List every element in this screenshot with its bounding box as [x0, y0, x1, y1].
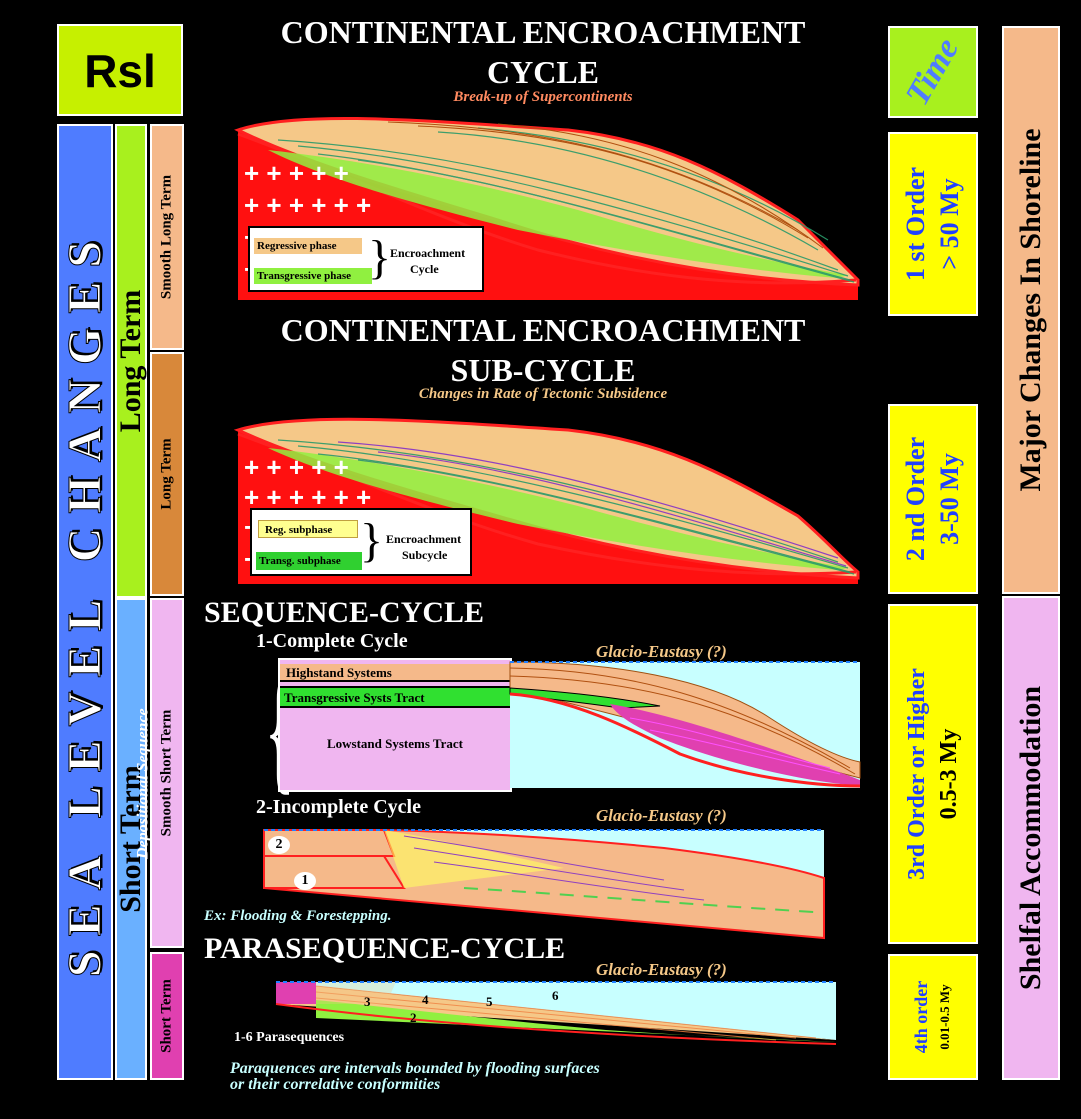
first-order-label: 1 st Order: [901, 166, 930, 282]
section1-legend-label-line1: Encroachment: [390, 246, 466, 260]
fourth-order-text-group: 4th order 0.01-0.5 My: [909, 981, 957, 1053]
rsl-label: Rsl: [84, 45, 156, 97]
transgressive-band: [268, 448, 848, 570]
parasequence-num-2: 2: [410, 1010, 417, 1025]
coastal-block: [276, 982, 316, 1004]
section2-subtitle: Changes in Rate of Tectonic Subsidence: [418, 386, 668, 402]
sequence-stack: Highstand Systems Transgressive Systs Tr…: [278, 658, 512, 792]
section1-legend-brace: }: [368, 231, 392, 284]
svg-text:+ + + + +: + + + + +: [244, 452, 349, 482]
section1-legend-label-line2: Cycle: [410, 262, 439, 276]
parasequences-label: 1-6 Parasequences: [234, 1030, 345, 1045]
second-order-duration: 3-50 My: [935, 453, 964, 545]
smooth-long-term-label: Smooth Long Term: [158, 174, 175, 300]
time-label: Time: [898, 31, 967, 112]
depositional-sequence-label: Depositional Sequence: [134, 708, 152, 859]
glacio-eustasy-2: Glacio-Eustasy (?): [596, 806, 727, 825]
sea-level-changes-column: SEA LEVEL CHANGES: [57, 124, 113, 1080]
third-order-label: 3rd Order or Higher: [904, 668, 930, 880]
third-order-text-group: 3rd Order or Higher 0.5-3 My: [901, 668, 965, 880]
section1-title-line2: CYCLE: [486, 54, 599, 90]
major-changes-box: Major Changes In Shoreline: [1002, 26, 1060, 594]
time-box: Time: [888, 26, 978, 118]
section2-legend-regressive: Reg. subphase: [258, 520, 358, 538]
shelfal-accommodation-box: Shelfal Accommodation: [1002, 596, 1060, 1080]
third-order-box: 3rd Order or Higher 0.5-3 My: [888, 604, 978, 944]
long-term-small-label: Long Term: [158, 438, 175, 510]
example-note: Ex: Flooding & Forestepping.: [204, 908, 392, 924]
major-changes-label: Major Changes In Shoreline: [1014, 128, 1047, 492]
parasequence-num-6: 6: [552, 988, 559, 1003]
highstand-wedge: [509, 661, 861, 779]
second-order-label: 2 nd Order: [901, 436, 930, 562]
transgressive-band: [268, 150, 848, 278]
complete-cycle-profile: [509, 661, 861, 788]
footnote-line1: Paraquences are intervals bounded by flo…: [230, 1060, 600, 1077]
smooth-short-term-column: Smooth Short Term: [150, 598, 184, 948]
section2-legend-label-line1: Encroachment: [386, 532, 462, 546]
smooth-long-term-column: Smooth Long Term: [150, 124, 184, 350]
complete-cycle-label: 1-Complete Cycle: [256, 630, 408, 652]
first-order-text-group: 1 st Order > 50 My: [899, 167, 967, 281]
section2-title-line2: SUB-CYCLE: [450, 352, 636, 388]
footnote-line2: or their correlative conformities: [230, 1076, 441, 1093]
section1-legend-transgressive: Transgressive phase: [254, 268, 372, 284]
parasequence-num-3: 3: [364, 994, 371, 1009]
first-order-box: 1 st Order > 50 My: [888, 132, 978, 316]
marker-1: 1: [294, 872, 316, 890]
first-order-duration: > 50 My: [935, 178, 964, 270]
short-term-column: Short Term: [114, 598, 147, 1080]
shelfal-accommodation-label: Shelfal Accommodation: [1014, 685, 1047, 991]
long-term-label: Long Term: [114, 289, 147, 433]
section1-title-line1: CONTINENTAL ENCROACHMENT: [280, 14, 806, 50]
parasequence-profile: [275, 981, 837, 1045]
transgressive-box: Transgressive Systs Tract: [280, 686, 510, 708]
section2-legend: Reg. subphase Transg. subphase } Encroac…: [250, 508, 472, 576]
svg-text:+ + + + + +: + + + + + +: [244, 190, 371, 220]
second-order-text-group: 2 nd Order 3-50 My: [899, 437, 967, 561]
highstand-box: Highstand Systems: [280, 664, 510, 682]
short-term-small-column: Short Term: [150, 952, 184, 1080]
fourth-order-label: 4th order: [911, 980, 931, 1054]
lowstand-fan: [610, 704, 860, 786]
short-term-small-label: Short Term: [158, 979, 175, 1053]
long-term-small-column: Long Term: [150, 352, 184, 596]
section3-title: SEQUENCE-CYCLE: [204, 596, 485, 629]
svg-text:+ + + + + +: + + + + + +: [244, 482, 371, 512]
section2-legend-brace: }: [360, 514, 384, 567]
smooth-short-term-label: Smooth Short Term: [158, 709, 175, 837]
section1-legend: Regressive phase Transgressive phase } E…: [248, 226, 484, 292]
long-term-column: Long Term: [114, 124, 147, 598]
unit-1: [263, 855, 406, 889]
section2-title-line1: CONTINENTAL ENCROACHMENT: [280, 312, 806, 348]
section1-subtitle: Break-up of Supercontinents: [453, 89, 633, 105]
svg-text:+ + + + +: + + + + +: [244, 158, 349, 188]
third-order-duration: 0.5-3 My: [936, 728, 962, 820]
parasequence-num-5: 5: [486, 994, 493, 1009]
parasequence-num-4: 4: [422, 992, 429, 1007]
section1-legend-regressive: Regressive phase: [254, 238, 362, 254]
section2-legend-transgressive: Transg. subphase: [256, 552, 362, 570]
marker-2: 2: [268, 836, 290, 854]
section2-legend-label-line2: Subcycle: [402, 548, 448, 562]
second-order-box: 2 nd Order 3-50 My: [888, 404, 978, 594]
section4-title: PARASEQUENCE-CYCLE: [204, 932, 566, 965]
sea-level-changes-label: SEA LEVEL CHANGES: [58, 226, 112, 978]
incomplete-cycle-label: 2-Incomplete Cycle: [256, 796, 421, 818]
glacio-eustasy-3: Glacio-Eustasy (?): [596, 960, 727, 979]
fourth-order-duration: 0.01-0.5 My: [937, 984, 952, 1050]
fourth-order-box: 4th order 0.01-0.5 My: [888, 954, 978, 1080]
incomplete-cycle-profile: [263, 829, 825, 940]
rsl-box: Rsl: [57, 24, 183, 116]
lowstand-box: Lowstand Systems Tract: [326, 736, 464, 751]
glacio-eustasy-1: Glacio-Eustasy (?): [596, 642, 727, 661]
parasequence-num-1: 1: [508, 1026, 515, 1041]
